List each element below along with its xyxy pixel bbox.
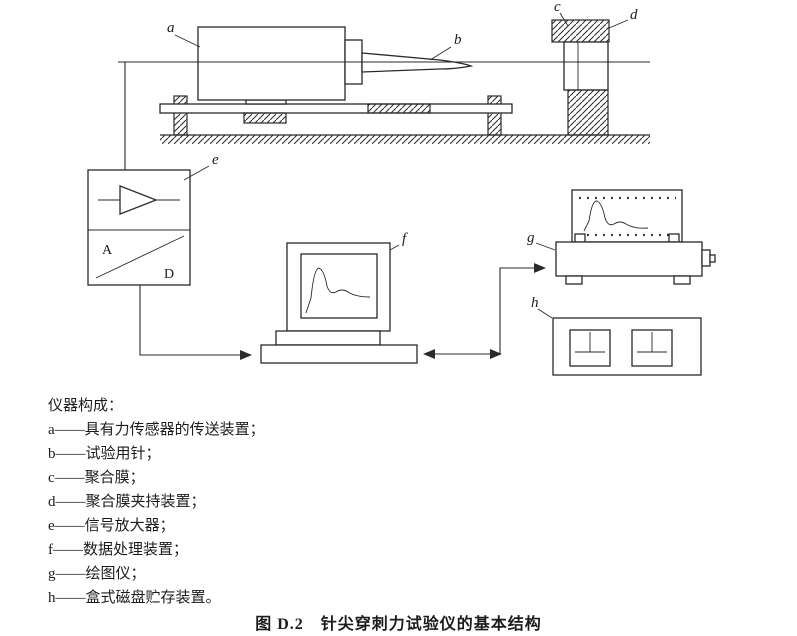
leader-d xyxy=(608,19,629,29)
legend-item-g: g——绘图仪； xyxy=(48,566,146,582)
label-e: e xyxy=(212,152,219,168)
ad-converter-a: A xyxy=(102,243,113,258)
ground-hatching xyxy=(160,134,650,144)
leader-g xyxy=(535,242,556,251)
leader-c xyxy=(559,12,569,27)
legend-item-b: b——试验用针； xyxy=(48,446,161,462)
screen-force-curve xyxy=(305,267,371,314)
plotter xyxy=(555,189,716,285)
transport-device xyxy=(197,26,363,101)
amplifier-box: A D xyxy=(87,169,191,286)
leader-b xyxy=(429,46,452,61)
legend-item-d: d——聚合膜夹持装置； xyxy=(48,494,206,510)
legend-item-f: f——数据处理装置； xyxy=(48,542,188,558)
transport-rail xyxy=(159,95,513,136)
keyboard-upper xyxy=(275,330,381,346)
legend-title: 仪器构成： xyxy=(48,398,124,414)
label-f: f xyxy=(402,231,408,247)
label-d: d xyxy=(630,7,638,23)
ad-converter-divider xyxy=(95,235,185,279)
label-b: b xyxy=(454,32,462,48)
plotter-base xyxy=(555,241,703,277)
legend-item-h: h——盒式磁盘贮存装置。 xyxy=(48,590,221,606)
label-g: g xyxy=(527,230,535,246)
label-c: c xyxy=(554,0,561,15)
plotter-knob xyxy=(701,249,711,267)
leader-a xyxy=(174,34,201,48)
ad-converter-d: D xyxy=(164,267,174,282)
figure-caption: 图 D.2 针尖穿刺力试验仪的基本结构 xyxy=(255,616,542,633)
leader-h xyxy=(537,308,553,319)
figure-diagram: A D xyxy=(87,0,716,376)
test-needle xyxy=(361,52,474,73)
legend: 仪器构成： a——具有力传感器的传送装置； b——试验用针； c——聚合膜； d… xyxy=(48,394,265,610)
callout-labels: a b c d e f g h xyxy=(167,0,638,319)
legend-item-c: c——聚合膜； xyxy=(48,470,145,486)
leader-e xyxy=(183,165,210,181)
plotter-curve xyxy=(583,200,649,232)
computer-peripheral-link xyxy=(423,263,546,359)
film-clamping-device xyxy=(551,19,610,136)
label-a: a xyxy=(167,20,175,36)
legend-item-e: e——信号放大器； xyxy=(48,518,175,534)
keyboard-base xyxy=(260,344,418,364)
amplifier-symbol xyxy=(119,185,158,215)
leader-f xyxy=(389,244,400,251)
apparatus-diagram: A D xyxy=(87,0,716,376)
computer xyxy=(260,242,418,364)
amplifier-to-computer-arrow xyxy=(139,285,252,360)
legend-item-a: a——具有力传感器的传送装置； xyxy=(48,422,265,438)
label-h: h xyxy=(531,295,539,311)
storage-device xyxy=(552,317,702,376)
monitor-screen xyxy=(300,253,378,319)
